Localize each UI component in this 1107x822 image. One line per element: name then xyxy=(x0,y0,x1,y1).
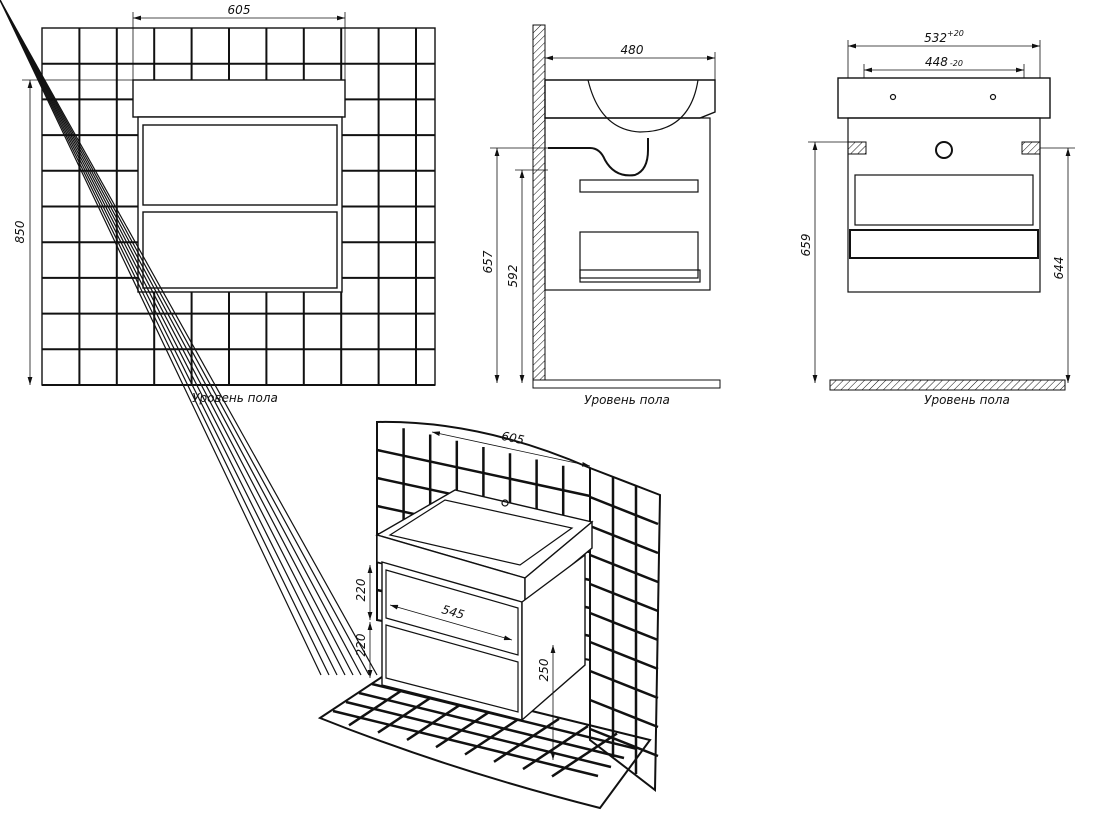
wall-section xyxy=(532,24,546,386)
basin-side xyxy=(544,79,716,119)
floor-section xyxy=(532,379,721,389)
drawer-top xyxy=(142,124,338,206)
side-view: 480 657 592 Уровень пола xyxy=(481,24,721,407)
iso-tiles xyxy=(0,0,659,778)
front-view: 605 850 Уровень пола xyxy=(13,3,436,405)
drawer1-label: 220 xyxy=(354,578,368,601)
tile-line xyxy=(589,495,659,526)
tile-line xyxy=(376,448,591,498)
tile-line xyxy=(0,0,338,676)
floor-label: Уровень пола xyxy=(584,393,670,407)
floor-label: Уровень пола xyxy=(192,391,278,405)
floor-label: Уровень пола xyxy=(924,393,1010,407)
tile-line xyxy=(0,0,378,676)
tile-line xyxy=(589,582,659,613)
cabinet-back xyxy=(847,117,1041,293)
floor-tiles xyxy=(317,673,652,810)
basin-front xyxy=(132,79,346,118)
inner-width-label: 448-20 xyxy=(925,55,963,69)
leg-height-label: 250 xyxy=(537,658,551,681)
right-height-label: 644 xyxy=(1052,257,1066,280)
tile-line xyxy=(589,611,659,642)
siphon xyxy=(548,138,649,177)
tile-line xyxy=(589,640,659,671)
tile-line xyxy=(0,0,330,676)
tile-line xyxy=(589,669,659,700)
tile-line xyxy=(332,709,599,778)
tile-line xyxy=(589,524,659,555)
depth-label: 480 xyxy=(621,43,644,57)
drawer-bottom xyxy=(142,211,338,289)
inner-width-label: 545 xyxy=(440,602,466,622)
tile-line xyxy=(0,0,362,676)
iso-width-label: 605 xyxy=(500,429,525,447)
tile-line xyxy=(371,682,638,751)
tile-line xyxy=(589,553,659,584)
drain xyxy=(935,141,953,159)
height-outer-label: 657 xyxy=(481,250,495,273)
tile-line xyxy=(345,700,612,769)
tile-line xyxy=(589,727,659,758)
basin-back xyxy=(837,77,1051,119)
tile-line xyxy=(0,0,346,676)
back-view: 532+20 448-20 659 644 Уровень пола xyxy=(799,29,1075,407)
floor-hatch xyxy=(829,379,1066,391)
tile-line xyxy=(0,0,370,676)
isometric-view: 605 545 220 220 250 xyxy=(0,0,662,810)
cabinet-side xyxy=(544,117,711,291)
width-label: 605 xyxy=(228,3,251,17)
tile-line xyxy=(0,0,322,676)
height-inner-label: 592 xyxy=(506,265,520,288)
drawer2-label: 220 xyxy=(354,633,368,656)
tile-line xyxy=(0,0,354,676)
left-height-label: 659 xyxy=(799,234,813,257)
tile-line xyxy=(589,698,659,729)
outer-width-label: 532+20 xyxy=(924,29,964,45)
height-label: 850 xyxy=(13,220,27,243)
tile-line xyxy=(358,691,625,760)
